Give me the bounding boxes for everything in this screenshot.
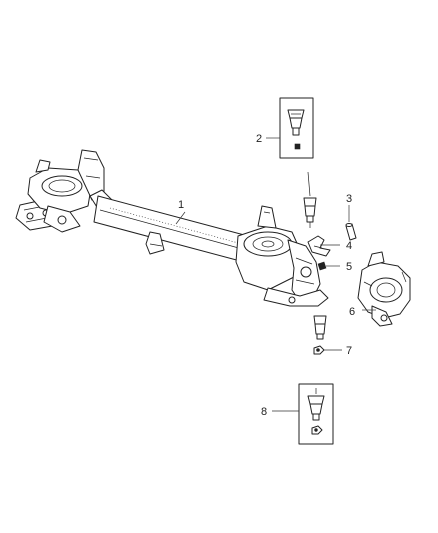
- callout-2: 2: [256, 133, 262, 145]
- steering-knuckle: [357, 251, 411, 327]
- callout-5: 5: [346, 261, 352, 273]
- upper-ball-joint: [303, 171, 317, 228]
- bracket: [307, 235, 331, 257]
- lower-ball-joint-kit: [298, 383, 334, 445]
- callout-8: 8: [261, 406, 267, 418]
- pin: [345, 223, 357, 241]
- callout-7: 7: [346, 345, 352, 357]
- lower-ball-joint: [313, 315, 327, 340]
- callout-4: 4: [346, 240, 352, 252]
- callout-3: 3: [346, 193, 352, 205]
- upper-ball-joint-kit: [279, 97, 314, 159]
- nut: [317, 261, 327, 271]
- callout-6: 6: [349, 306, 355, 318]
- lower-nut: [313, 345, 325, 355]
- axle-housing: [15, 149, 329, 307]
- leader-lines: [175, 137, 376, 412]
- callout-1: 1: [178, 199, 184, 211]
